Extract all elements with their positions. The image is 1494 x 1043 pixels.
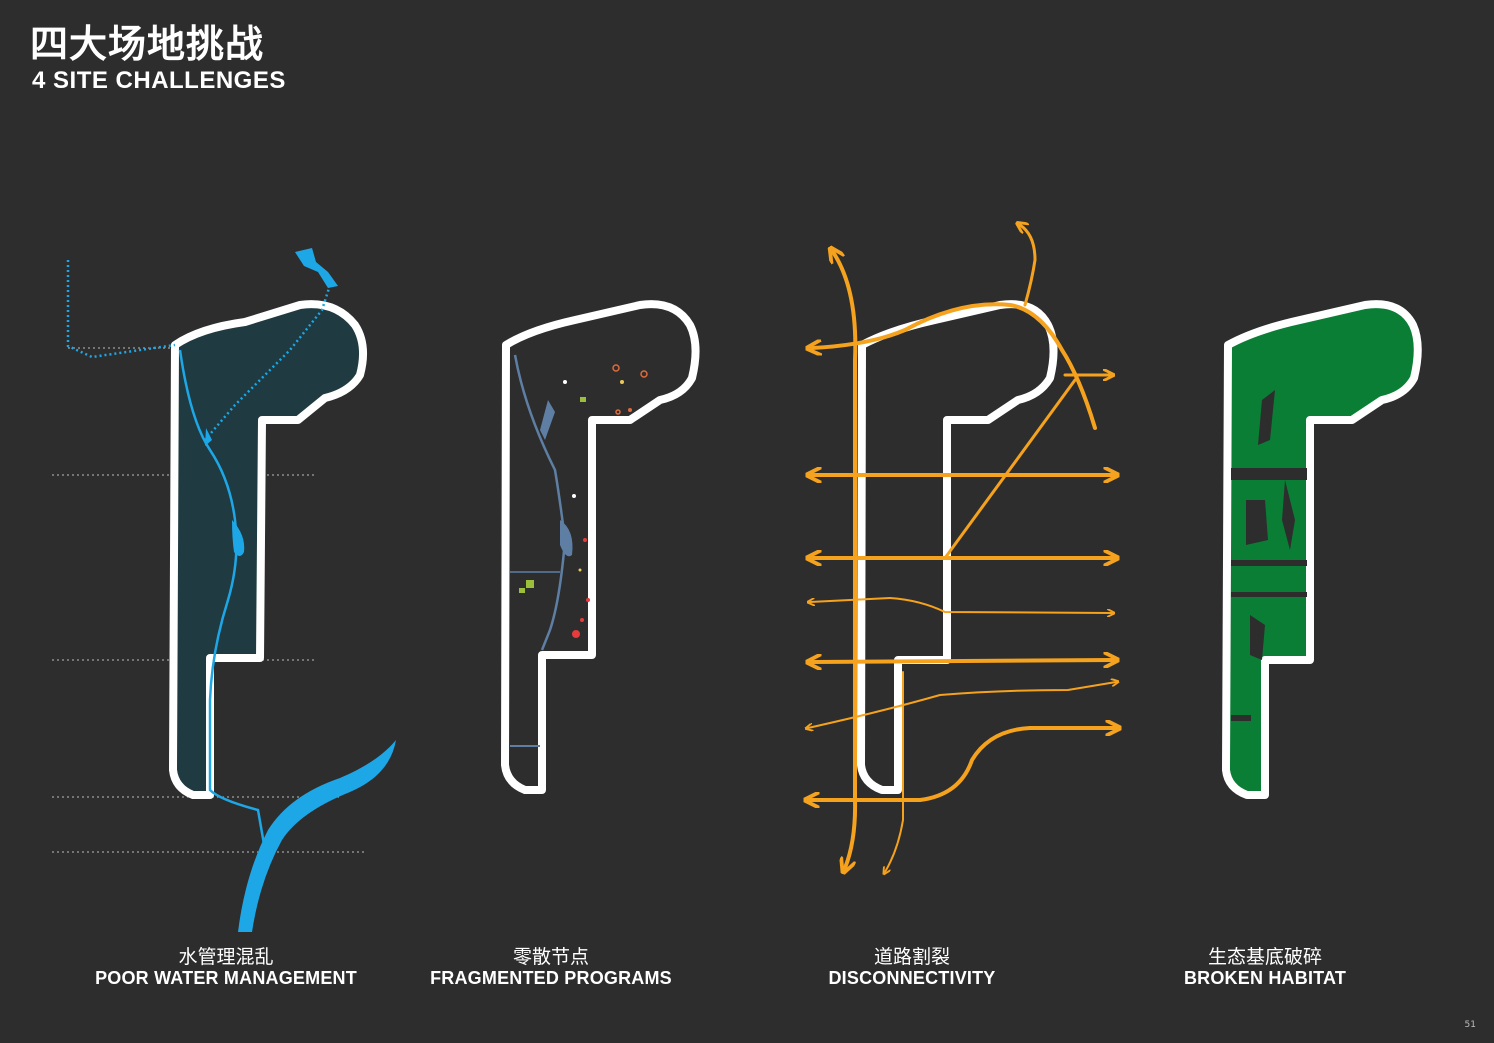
water-site-outline — [169, 300, 368, 799]
programs-pond — [540, 400, 555, 440]
caption-roads-en: DISCONNECTIVITY — [828, 968, 996, 988]
programs-diagram — [501, 300, 700, 794]
roads-diagram — [808, 225, 1116, 872]
page-number: 51 — [1464, 1020, 1476, 1030]
page-title: 四大场地挑战 — [30, 22, 265, 66]
page-subtitle: 4 SITE CHALLENGES — [32, 67, 286, 94]
programs-pond-2 — [560, 520, 573, 557]
caption-water-en: POOR WATER MANAGEMENT — [95, 968, 357, 988]
habitat-gaps — [1231, 390, 1307, 721]
caption-habitat: 生态基底破碎 BROKEN HABITAT — [1085, 946, 1445, 988]
caption-water: 水管理混乱 POOR WATER MANAGEMENT — [46, 946, 406, 988]
caption-roads-cn: 道路割裂 — [873, 946, 950, 968]
water-pond-mid — [232, 520, 245, 556]
roads-site-outline — [857, 300, 1058, 794]
caption-habitat-en: BROKEN HABITAT — [1183, 968, 1347, 988]
programs-stream — [513, 354, 567, 651]
habitat-site-outline — [1222, 300, 1422, 799]
caption-habitat-cn: 生态基底破碎 — [1207, 946, 1322, 968]
caption-programs-cn: 零散节点 — [512, 946, 589, 968]
caption-roads: 道路割裂 DISCONNECTIVITY — [732, 946, 1092, 988]
programs-site-outline — [501, 300, 700, 794]
roads-lines — [808, 225, 1116, 872]
water-pond-small — [205, 428, 212, 446]
caption-water-cn: 水管理混乱 — [178, 946, 274, 968]
water-pipes — [66, 260, 332, 441]
caption-programs-en: FRAGMENTED PROGRAMS — [430, 968, 672, 988]
caption-programs: 零散节点 FRAGMENTED PROGRAMS — [371, 946, 731, 988]
habitat-diagram — [1222, 300, 1422, 799]
water-pond-top — [295, 248, 338, 288]
water-river — [238, 740, 396, 932]
programs-nodes — [519, 364, 648, 638]
water-diagram — [52, 248, 396, 932]
water-stream — [178, 349, 267, 851]
